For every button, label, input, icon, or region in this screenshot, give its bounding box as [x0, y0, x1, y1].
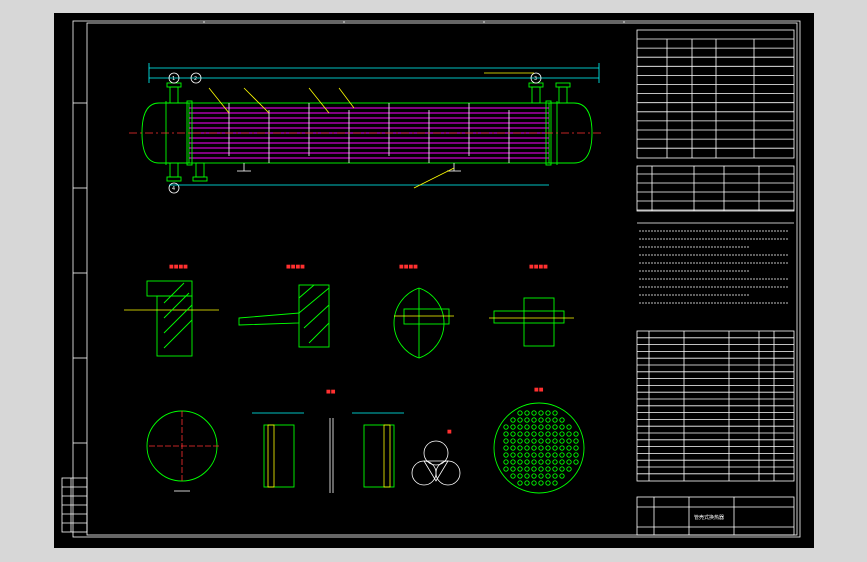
- flange-section-a: [252, 412, 304, 488]
- svg-text:■■■■: ■■■■: [399, 264, 418, 270]
- leaders: [208, 72, 534, 114]
- svg-text:■■: ■■: [326, 389, 336, 395]
- nozzles: [166, 82, 571, 182]
- cad-viewport[interactable]: 1 2 3 4: [54, 13, 814, 548]
- right-head: [549, 102, 593, 164]
- design-data-table: [636, 29, 795, 159]
- svg-text:■■■■: ■■■■: [529, 264, 548, 270]
- detail-view-3: ■■■■: [393, 264, 454, 359]
- outer-frame: [72, 20, 801, 538]
- border-ticks: [73, 21, 625, 444]
- detail-view-4: ■■■■: [489, 264, 574, 347]
- drawing-title: 管壳式换热器: [694, 514, 724, 521]
- tube-bundle: [189, 107, 549, 159]
- svg-text:■■: ■■: [534, 387, 544, 393]
- detail-view-1: ■■■■: [124, 264, 219, 357]
- detail-view-2: ■■■■: [238, 264, 330, 348]
- inner-frame: [86, 22, 798, 536]
- baffle-plate-view: ■■: [493, 387, 585, 494]
- tube-sheet-view: [146, 410, 219, 492]
- svg-text:■: ■: [447, 429, 452, 435]
- baffles: [228, 103, 510, 163]
- nozzle-mark-1: 1: [172, 76, 175, 82]
- technical-notes: [637, 222, 794, 304]
- flange-section-b: [352, 412, 404, 488]
- saddles: [237, 163, 461, 172]
- plate-section: ■■: [326, 389, 336, 493]
- tube-layout-detail: ■: [411, 429, 461, 486]
- svg-text:■■■■: ■■■■: [286, 264, 305, 270]
- parts-list: [636, 330, 795, 482]
- nozzle-mark-2: 2: [194, 76, 197, 82]
- nozzle-mark-4: 4: [172, 186, 175, 192]
- nozzle-balloons: 1 2 3 4: [168, 72, 542, 194]
- nozzle-table: [636, 165, 795, 212]
- svg-text:■■■■: ■■■■: [169, 264, 188, 270]
- heat-exchanger-elevation: 1 2 3 4: [129, 63, 604, 194]
- nozzle-mark-3: 3: [534, 76, 537, 82]
- drawing-canvas: 1 2 3 4: [61, 20, 801, 538]
- title-block: 管壳式换热器: [636, 496, 795, 536]
